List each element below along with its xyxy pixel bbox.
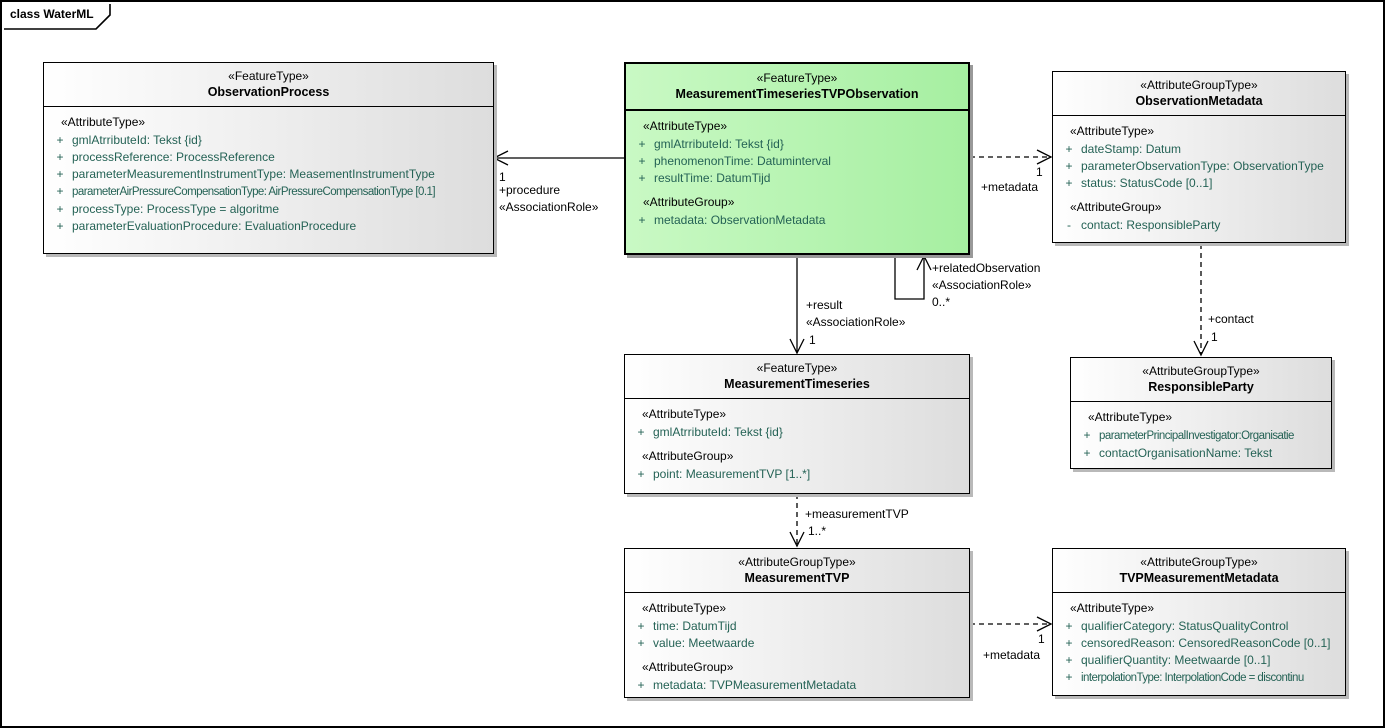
class-header: «FeatureType» MeasurementTimeseriesTVPOb… [626,64,968,111]
section-stereotype: «AttributeType» [61,115,146,129]
class-attributes: «AttributeType» +qualifierCategory: Stat… [1053,593,1345,691]
connector-measurement-tvp[interactable] [789,494,805,548]
measurement-tvp-role-label: +measurementTVP [805,507,909,521]
section-stereotype: «AttributeType» [1070,601,1155,615]
class-tvpmeasurementmetadata[interactable]: «AttributeGroupType» TVPMeasurementMetad… [1052,548,1346,696]
attribute-row: +status: StatusCode [0..1] [1065,176,1213,190]
attribute-row: +processType: ProcessType = algoritme [56,202,280,216]
connector-contact[interactable] [1193,244,1209,357]
attribute-row: +time: DatumTijd [637,619,737,633]
related-observation-multiplicity: 0..* [932,295,951,309]
class-header: «AttributeGroupType» ResponsibleParty [1071,358,1331,402]
class-measurementtimeseries[interactable]: «FeatureType» MeasurementTimeseries «Att… [624,354,970,494]
section-stereotype: «AttributeType» [642,407,727,421]
result-role-label: +result [806,298,843,312]
attribute-row: +point: MeasurementTVP [1..*] [637,467,811,481]
procedure-stereotype-label: «AssociationRole» [499,200,599,214]
attribute-row: +parameterPrincipalInvestigator:Organisa… [1083,428,1294,442]
attribute-row: +parameterEvaluationProcedure: Evaluatio… [56,219,357,233]
connector-metadata-top[interactable] [970,149,1053,165]
metadata-bottom-multiplicity: 1 [1038,632,1045,646]
related-observation-role-label: +relatedObservation [932,261,1041,275]
section-stereotype: «AttributeGroup» [1070,200,1162,214]
attribute-row: +interpolationType: InterpolationCode = … [1065,670,1304,684]
section-stereotype: «AttributeType» [643,119,728,133]
attribute-row: +gmlAtrributeId: Tekst {id} [637,425,783,439]
attribute-row: +metadata: TVPMeasurementMetadata [637,678,857,692]
attribute-row: +dateStamp: Datum [1065,142,1182,156]
measurement-tvp-multiplicity: 1..* [808,524,827,538]
class-attributes: «AttributeType» +gmlAtrributeId: Tekst {… [44,107,493,239]
class-observationmetadata[interactable]: «AttributeGroupType» ObservationMetadata… [1052,71,1346,243]
attribute-row: +phenomenonTime: Datuminterval [638,154,831,168]
class-name: ObservationMetadata [1135,94,1263,108]
metadata-top-multiplicity: 1 [1036,165,1043,179]
procedure-multiplicity: 1 [499,170,506,184]
class-attributes: «AttributeType» +time: DatumTijd +value:… [625,593,969,697]
attribute-row: +value: Meetwaarde [637,636,755,650]
class-observationprocess[interactable]: «FeatureType» ObservationProcess «Attrib… [43,62,494,254]
attribute-row: +qualifierQuantity: Meetwaarde [0..1] [1065,653,1271,667]
class-measurementtimeseriestvpobservation[interactable]: «FeatureType» MeasurementTimeseriesTVPOb… [624,62,970,255]
contact-role-label: +contact [1208,312,1254,326]
class-stereotype: «AttributeGroupType» [1140,555,1258,569]
attribute-row: -contact: ResponsibleParty [1067,218,1221,232]
class-stereotype: «AttributeGroupType» [1142,364,1260,378]
class-header: «FeatureType» MeasurementTimeseries [625,355,969,399]
related-observation-stereotype-label: «AssociationRole» [932,278,1032,292]
result-stereotype-label: «AssociationRole» [806,315,906,329]
attribute-row: +gmlAtrributeId: Tekst {id} [638,137,784,151]
contact-multiplicity: 1 [1211,330,1218,344]
section-stereotype: «AttributeGroup» [642,660,734,674]
class-attributes: «AttributeType» +gmlAtrributeId: Tekst {… [626,111,968,233]
class-stereotype: «FeatureType» [756,71,838,85]
section-stereotype: «AttributeType» [642,601,727,615]
class-header: «FeatureType» ObservationProcess [44,63,493,107]
class-name: TVPMeasurementMetadata [1119,571,1279,585]
class-header: «AttributeGroupType» TVPMeasurementMetad… [1053,549,1345,593]
attribute-row: +contactOrganisationName: Tekst [1083,446,1273,460]
attribute-row: +parameterMeasurementInstrumentType: Mea… [56,167,435,181]
section-stereotype: «AttributeType» [1070,124,1155,138]
class-header: «AttributeGroupType» MeasurementTVP [625,549,969,593]
class-header: «AttributeGroupType» ObservationMetadata [1053,72,1345,116]
class-attributes: «AttributeType» +dateStamp: Datum +param… [1053,116,1345,238]
class-name: ResponsibleParty [1148,380,1254,394]
section-stereotype: «AttributeGroup» [643,195,735,209]
attribute-row: +resultTime: DatumTijd [638,171,771,185]
class-stereotype: «AttributeGroupType» [738,555,856,569]
class-name: ObservationProcess [207,85,330,99]
connector-procedure[interactable] [492,150,624,166]
connector-result[interactable] [789,256,805,355]
section-stereotype: «AttributeGroup» [642,449,734,463]
attribute-row: +parameterObservationType: ObservationTy… [1065,159,1324,173]
class-name: MeasurementTVP [744,571,850,585]
connector-related-observation[interactable] [894,254,932,300]
attribute-row: +qualifierCategory: StatusQualityControl [1065,619,1289,633]
class-name: MeasurementTimeseries [724,377,870,391]
class-attributes: «AttributeType» +parameterPrincipalInves… [1071,402,1331,466]
attribute-row: +censoredReason: CensoredReasonCode [0..… [1065,636,1331,650]
procedure-role-label: +procedure [499,183,561,197]
attribute-row: +gmlAtrributeId: Tekst {id} [56,133,202,147]
class-measurementtvp[interactable]: «AttributeGroupType» MeasurementTVP «Att… [624,548,970,698]
class-stereotype: «FeatureType» [228,69,309,83]
metadata-top-role-label: +metadata [981,180,1039,194]
metadata-bottom-role-label: +metadata [983,648,1041,662]
attribute-row: +metadata: ObservationMetadata [638,213,826,227]
diagram-frame-label: class WaterML [10,7,94,21]
class-stereotype: «AttributeGroupType» [1140,78,1258,92]
attribute-row: +processReference: ProcessReference [56,150,275,164]
section-stereotype: «AttributeType» [1088,410,1173,424]
connector-metadata-bottom[interactable] [970,616,1053,632]
class-name: MeasurementTimeseriesTVPObservation [675,87,919,101]
class-stereotype: «FeatureType» [756,361,838,375]
class-responsibleparty[interactable]: «AttributeGroupType» ResponsibleParty «A… [1070,357,1332,469]
attribute-row: +parameterAirPressureCompensationType: A… [56,184,436,198]
class-attributes: «AttributeType» +gmlAtrributeId: Tekst {… [625,399,969,487]
result-multiplicity: 1 [809,333,816,347]
